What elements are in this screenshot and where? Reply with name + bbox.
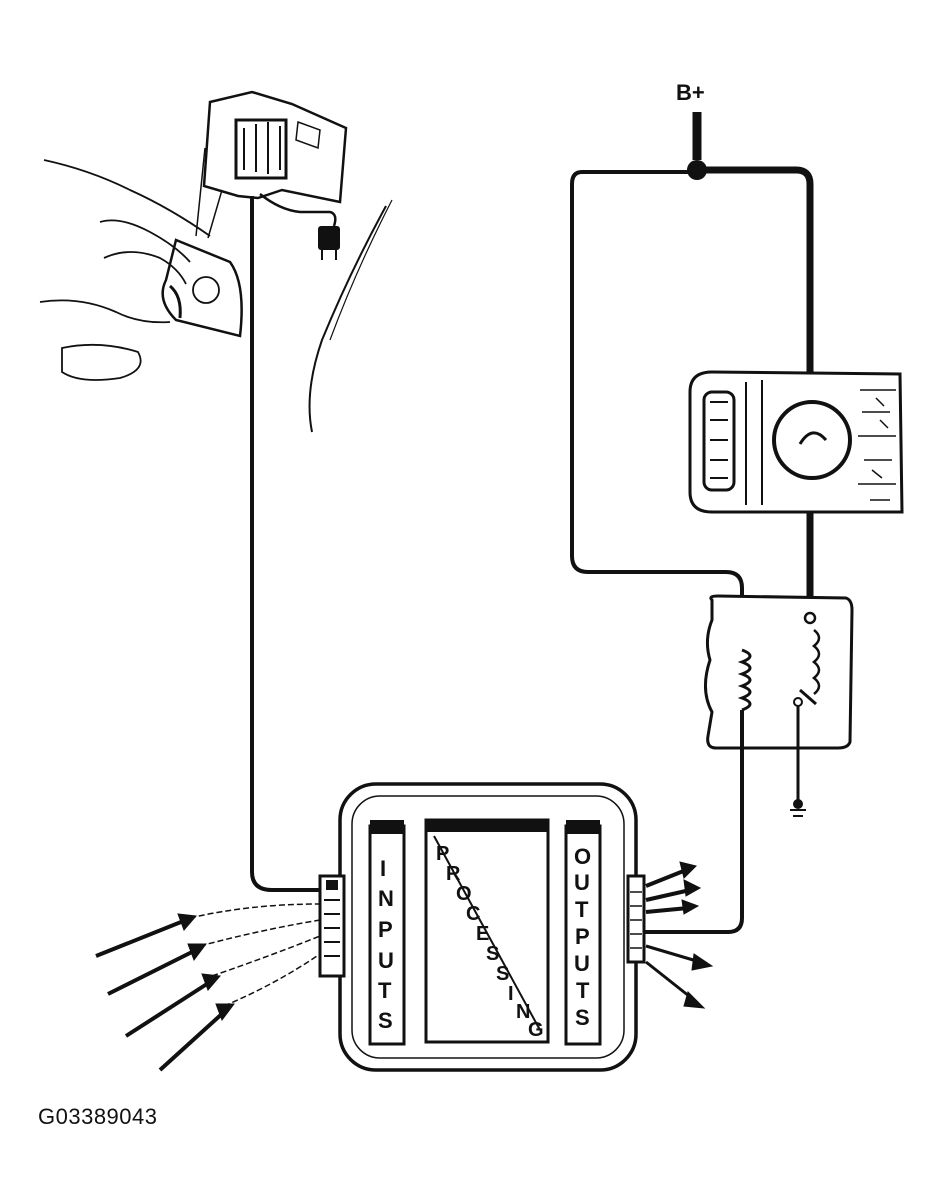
control-switch (195, 90, 348, 260)
hand-illustration (39, 159, 243, 381)
outputs-letter: S (575, 1005, 590, 1030)
outputs-letter: T (575, 897, 589, 922)
coil-feed-wire (570, 170, 744, 650)
inputs-letter: S (378, 1008, 393, 1033)
outputs-letter: T (576, 978, 590, 1003)
processing-letter: S (496, 963, 509, 985)
trim-arc (308, 205, 387, 433)
inputs-letter: I (380, 856, 386, 881)
inputs-label: I N P U T S (378, 856, 394, 1033)
input-arrows (95, 913, 235, 1072)
inputs-letter: T (378, 978, 392, 1003)
blower-motor (688, 370, 904, 514)
output-connector (626, 874, 646, 964)
input-wires (189, 903, 321, 1007)
outputs-letter: U (574, 951, 590, 976)
motor-feed-wire (706, 166, 814, 420)
input-connector (318, 874, 346, 978)
control-module (338, 782, 638, 1072)
inputs-letter: N (378, 886, 394, 911)
relay (704, 594, 854, 750)
supply-junction (687, 160, 707, 180)
outputs-letter: O (574, 844, 591, 869)
coil-return-wire (640, 742, 744, 934)
outputs-label: O U T P U T S (574, 844, 591, 1030)
processing-letter: E (476, 923, 489, 945)
processing-letter: I (508, 983, 514, 1005)
output-arrows (645, 861, 714, 1009)
inputs-letter: P (378, 917, 393, 942)
inputs-letter: U (378, 948, 394, 973)
outputs-letter: P (575, 924, 590, 949)
figure-id: G03389043 (38, 1104, 158, 1129)
supply-label: B+ (676, 80, 705, 105)
ground-symbol (793, 799, 803, 809)
switch-signal-wire (250, 196, 322, 892)
processing-letter: C (466, 903, 480, 925)
processing-diagonal (433, 835, 541, 1031)
outputs-letter: U (574, 870, 590, 895)
processing-letter: G (528, 1019, 544, 1041)
